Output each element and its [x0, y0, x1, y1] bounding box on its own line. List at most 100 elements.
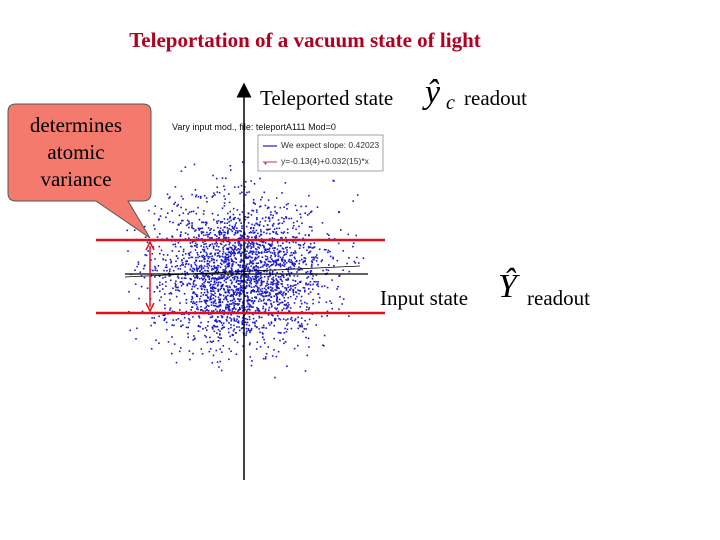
scatter-point: [293, 275, 296, 277]
scatter-point: [204, 310, 207, 312]
scatter-point: [283, 304, 286, 306]
scatter-point: [246, 295, 249, 297]
scatter-point: [164, 313, 166, 316]
scatter-point: [235, 269, 237, 272]
scatter-point: [236, 209, 239, 211]
scatter-point: [215, 266, 218, 268]
scatter-point: [268, 275, 271, 278]
scatter-point: [219, 330, 221, 333]
scatter-point: [199, 285, 202, 288]
scatter-point: [252, 244, 255, 247]
scatter-point: [234, 248, 236, 251]
scatter-point: [203, 248, 206, 251]
scatter-point: [308, 288, 310, 290]
scatter-point: [307, 252, 310, 254]
scatter-point: [261, 290, 264, 293]
scatter-point: [206, 288, 208, 291]
scatter-point: [230, 275, 232, 277]
scatter-point: [302, 246, 305, 249]
scatter-point: [216, 255, 219, 257]
scatter-point: [253, 300, 255, 302]
scatter-point: [231, 281, 233, 283]
scatter-point: [298, 292, 300, 295]
scatter-point: [191, 245, 193, 248]
scatter-point: [258, 223, 261, 226]
scatter-point: [179, 268, 182, 270]
scatter-point: [217, 226, 219, 229]
scatter-point: [286, 251, 288, 253]
scatter-point: [185, 302, 188, 304]
scatter-point: [239, 234, 242, 236]
scatter-point: [205, 234, 207, 236]
scatter-point: [200, 245, 202, 247]
scatter-point: [242, 284, 244, 287]
scatter-point: [237, 283, 240, 285]
scatter-point: [285, 217, 288, 219]
scatter-point: [240, 276, 243, 278]
scatter-point: [287, 306, 289, 308]
scatter-point: [292, 263, 294, 266]
scatter-point: [227, 229, 229, 232]
scatter-point: [267, 287, 270, 290]
scatter-point: [166, 266, 168, 269]
scatter-point: [293, 284, 296, 286]
scatter-point: [267, 286, 270, 288]
scatter-point: [284, 327, 286, 330]
scatter-point: [223, 289, 226, 291]
scatter-point: [282, 256, 284, 259]
scatter-point: [188, 211, 191, 214]
scatter-point: [227, 247, 230, 250]
scatter-point: [289, 246, 291, 249]
scatter-point: [325, 301, 328, 304]
scatter-point: [206, 294, 208, 296]
legend-label-expected: We expect slope: 0.42023: [281, 140, 380, 150]
scatter-point: [240, 288, 243, 291]
scatter-point: [229, 255, 232, 258]
scatter-point: [206, 231, 208, 234]
scatter-point: [239, 213, 241, 216]
scatter-point: [279, 292, 281, 295]
scatter-point: [275, 231, 278, 233]
plot-header: Vary input mod., file: teleportA111 Mod=…: [172, 122, 336, 132]
scatter-point: [276, 297, 278, 299]
scatter-point: [278, 291, 281, 294]
scatter-point: [163, 293, 166, 295]
scatter-point: [250, 279, 252, 282]
scatter-point: [244, 257, 247, 259]
scatter-point: [237, 289, 239, 291]
scatter-point: [237, 248, 239, 250]
scatter-point: [208, 278, 211, 280]
scatter-point: [258, 293, 261, 295]
scatter-point: [213, 261, 215, 264]
scatter-point: [303, 242, 306, 245]
scatter-point: [177, 203, 179, 206]
scatter-point: [179, 246, 182, 248]
scatter-point: [298, 266, 300, 268]
scatter-point: [154, 265, 156, 268]
scatter-point: [259, 284, 262, 287]
scatter-point: [223, 185, 225, 187]
scatter-point: [235, 222, 237, 224]
scatter-point: [195, 229, 197, 231]
scatter-point: [266, 251, 269, 253]
scatter-point: [239, 280, 242, 282]
scatter-point: [223, 188, 226, 191]
scatter-point: [168, 275, 171, 277]
scatter-point: [215, 241, 218, 243]
scatter-point: [201, 255, 203, 257]
scatter-point: [309, 251, 311, 253]
scatter-point: [272, 280, 274, 283]
scatter-point: [255, 257, 258, 260]
scatter-point: [196, 295, 199, 298]
scatter-point: [263, 326, 265, 329]
scatter-point: [252, 230, 254, 232]
scatter-point: [214, 243, 216, 245]
scatter-point: [251, 243, 254, 245]
scatter-point: [262, 299, 265, 302]
scatter-point: [301, 258, 303, 261]
scatter-point: [246, 301, 249, 303]
scatter-point: [284, 253, 286, 256]
scatter-point: [277, 223, 280, 225]
scatter-point: [266, 263, 268, 266]
scatter-point: [154, 276, 156, 278]
